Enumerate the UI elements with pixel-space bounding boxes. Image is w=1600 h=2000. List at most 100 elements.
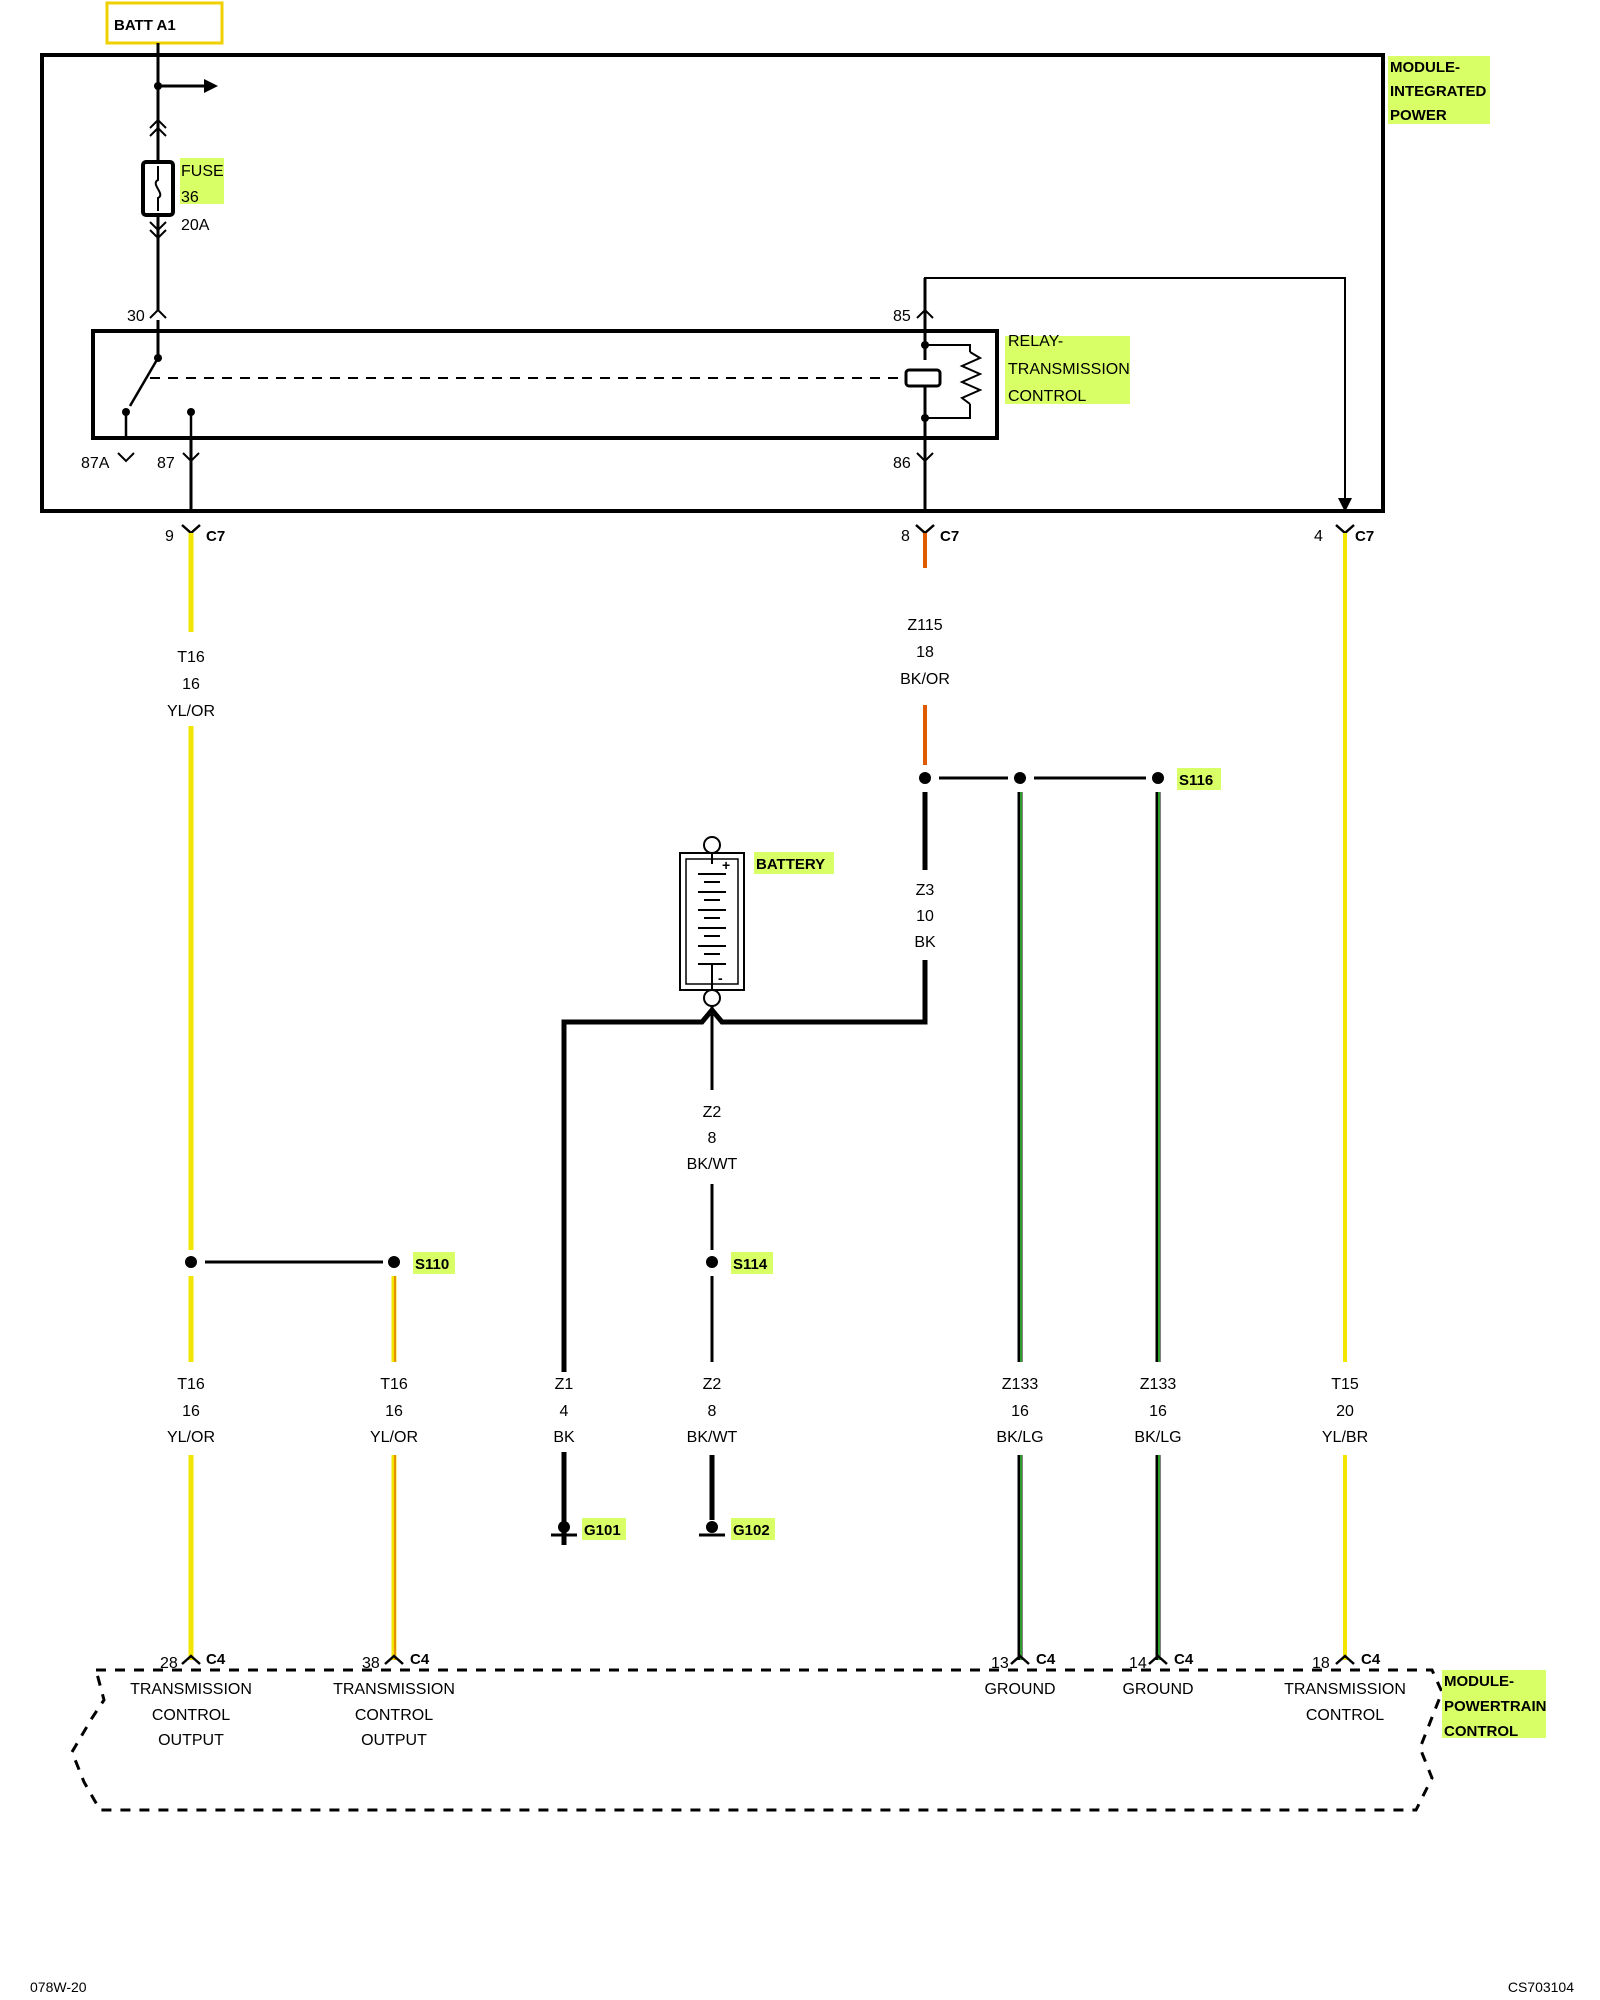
pcm-label-line1: MODULE- bbox=[1444, 1673, 1514, 1690]
wire-z115-color: BK/OR bbox=[900, 671, 950, 688]
wire-z3-gauge: 10 bbox=[916, 908, 934, 925]
svg-text:C4: C4 bbox=[1036, 1651, 1056, 1668]
powertrain-control-module-box bbox=[70, 1668, 1444, 1812]
relay-pin-87a: 87A bbox=[81, 455, 110, 472]
g102-highlight bbox=[731, 1518, 775, 1540]
c7-label-left: C7 bbox=[206, 528, 225, 545]
pcm-highlight bbox=[1442, 1670, 1546, 1738]
c7-pin-8: 8 bbox=[901, 528, 910, 545]
relay-switch bbox=[122, 320, 906, 438]
svg-text:CONTROL: CONTROL bbox=[1306, 1707, 1384, 1724]
c4-function-28: TRANSMISSION CONTROL OUTPUT bbox=[130, 1681, 252, 1749]
relay-label-line2: TRANSMISSION bbox=[1008, 361, 1130, 378]
svg-text:OUTPUT: OUTPUT bbox=[361, 1732, 427, 1749]
svg-text:C4: C4 bbox=[1361, 1651, 1381, 1668]
integrated-power-module-box bbox=[40, 53, 1385, 513]
svg-text:GROUND: GROUND bbox=[1122, 1681, 1193, 1698]
relay-pin-30: 30 bbox=[127, 308, 145, 325]
wire-t16-a-circuit: T16 bbox=[177, 1376, 205, 1393]
svg-text:TRANSMISSION: TRANSMISSION bbox=[333, 1681, 455, 1698]
svg-text:OUTPUT: OUTPUT bbox=[158, 1732, 224, 1749]
svg-text:-: - bbox=[718, 970, 723, 986]
c4-pin-38: 38 C4 bbox=[362, 1651, 430, 1672]
c4-function-18: TRANSMISSION CONTROL bbox=[1284, 1681, 1406, 1724]
wire-z133-a-gauge: 16 bbox=[1011, 1403, 1029, 1420]
wire-z2-top-circuit: Z2 bbox=[703, 1104, 722, 1121]
splice-s110-label: S110 bbox=[415, 1256, 449, 1273]
wire-t16-b-circuit: T16 bbox=[380, 1376, 408, 1393]
splice-s114-node bbox=[706, 1256, 718, 1268]
c7-label-right: C7 bbox=[1355, 528, 1374, 545]
c7-label-mid: C7 bbox=[940, 528, 959, 545]
s110-highlight bbox=[413, 1252, 455, 1274]
batt-a1-box bbox=[105, 1, 224, 45]
battery-icon: + - bbox=[679, 836, 745, 1007]
fuse-rating: 20A bbox=[181, 217, 210, 234]
wire-t15-circuit: T15 bbox=[1331, 1376, 1359, 1393]
wire-z1-color: BK bbox=[553, 1429, 575, 1446]
ipm-highlight bbox=[1388, 56, 1490, 124]
svg-text:+: + bbox=[722, 857, 730, 873]
s114-highlight bbox=[731, 1252, 773, 1274]
wire-z2-top-color: BK/WT bbox=[687, 1156, 738, 1173]
pcm-label-line2: POWERTRAIN bbox=[1444, 1698, 1547, 1715]
ground-g102-label: G102 bbox=[733, 1522, 770, 1539]
splice-s114-label: S114 bbox=[733, 1256, 768, 1273]
wire-t15-gauge: 20 bbox=[1336, 1403, 1354, 1420]
g101-highlight bbox=[582, 1518, 626, 1540]
ipm-label-line1: MODULE- bbox=[1390, 59, 1460, 76]
wire-z2-top-gauge: 8 bbox=[708, 1130, 717, 1147]
ground-g101-label: G101 bbox=[584, 1522, 621, 1539]
wire-t16-top-circuit: T16 bbox=[177, 649, 205, 666]
svg-text:38: 38 bbox=[362, 1655, 380, 1672]
svg-text:GROUND: GROUND bbox=[984, 1681, 1055, 1698]
c4-function-38: TRANSMISSION CONTROL OUTPUT bbox=[333, 1681, 455, 1749]
wire-t16-top-color: YL/OR bbox=[167, 703, 215, 720]
wire-z3-circuit: Z3 bbox=[916, 882, 935, 899]
battery-label: BATTERY bbox=[756, 856, 825, 873]
c4-pin-13: 13 C4 bbox=[991, 1651, 1056, 1672]
fuse-name: FUSE bbox=[181, 163, 224, 180]
c7-pin-4: 4 bbox=[1314, 528, 1323, 545]
ipm-label-line3: POWER bbox=[1390, 107, 1447, 124]
arrow-right-icon bbox=[204, 79, 218, 93]
svg-text:TRANSMISSION: TRANSMISSION bbox=[130, 1681, 252, 1698]
c4-function-14: GROUND bbox=[1122, 1681, 1193, 1698]
wire-z1-circuit: Z1 bbox=[555, 1376, 574, 1393]
pin85-feed-line bbox=[924, 277, 1346, 502]
footer-right-code: CS703104 bbox=[1508, 1979, 1574, 1995]
relay-coil bbox=[904, 278, 983, 438]
relay-label-line1: RELAY- bbox=[1008, 333, 1063, 350]
wire-z3-color: BK bbox=[914, 934, 936, 951]
splice-s110-node bbox=[185, 1256, 197, 1268]
wire-z115-gauge: 18 bbox=[916, 644, 934, 661]
svg-text:CONTROL: CONTROL bbox=[152, 1707, 230, 1724]
wire-z2-bot-gauge: 8 bbox=[708, 1403, 717, 1420]
wire-z115-circuit: Z115 bbox=[907, 617, 942, 634]
wire-z133-b-color: BK/LG bbox=[1134, 1429, 1181, 1446]
svg-text:14: 14 bbox=[1129, 1655, 1147, 1672]
s116-highlight bbox=[1177, 768, 1221, 790]
wire-z133-a-circuit: Z133 bbox=[1002, 1376, 1039, 1393]
wire-z1-gauge: 4 bbox=[560, 1403, 569, 1420]
relay-pin-85: 85 bbox=[893, 308, 911, 325]
splice-s116-label: S116 bbox=[1179, 772, 1213, 789]
ground-g101-icon bbox=[551, 1521, 577, 1537]
svg-text:C4: C4 bbox=[206, 1651, 226, 1668]
fuse-highlight bbox=[180, 158, 224, 204]
svg-text:13: 13 bbox=[991, 1655, 1009, 1672]
wire-t16-b-color: YL/OR bbox=[370, 1429, 418, 1446]
resistor-icon bbox=[959, 351, 983, 405]
wire-z133-b-gauge: 16 bbox=[1149, 1403, 1167, 1420]
relay-highlight bbox=[1005, 336, 1130, 404]
svg-text:C4: C4 bbox=[1174, 1651, 1194, 1668]
splice-s116-node bbox=[919, 772, 931, 784]
c4-pin-18: 18 C4 bbox=[1312, 1651, 1381, 1672]
relay-coil-icon bbox=[904, 368, 942, 388]
c4-function-13: GROUND bbox=[984, 1681, 1055, 1698]
wire-z133-a-color: BK/LG bbox=[996, 1429, 1043, 1446]
pcm-label-line3: CONTROL bbox=[1444, 1723, 1518, 1740]
wire-t16-a-gauge: 16 bbox=[182, 1403, 200, 1420]
relay-label-line3: CONTROL bbox=[1008, 388, 1086, 405]
